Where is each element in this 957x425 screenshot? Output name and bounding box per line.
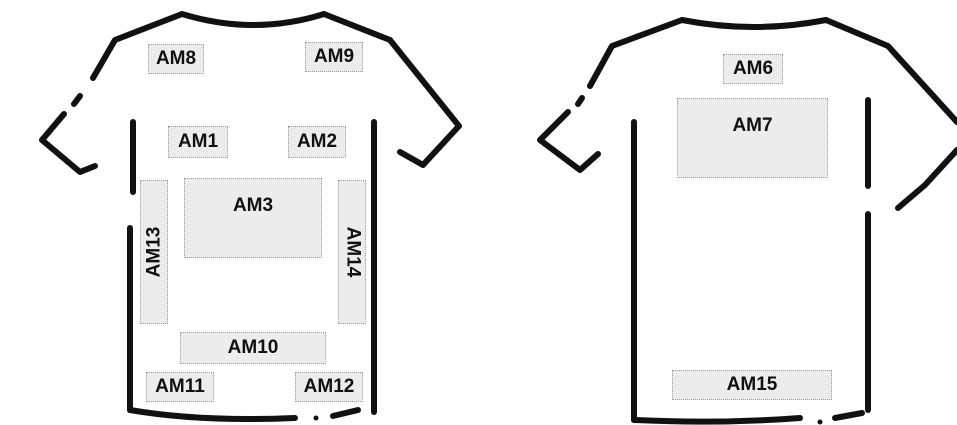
zone-am11-label: AM11 [155, 376, 205, 398]
zone-am14: AM14 [338, 180, 366, 324]
zone-am8-label: AM8 [156, 48, 196, 70]
zone-am12: AM12 [295, 372, 363, 402]
zone-am12-label: AM12 [304, 376, 355, 398]
zone-am10: AM10 [180, 332, 326, 364]
zone-am2-label: AM2 [297, 131, 337, 153]
zone-am10-label: AM10 [228, 337, 279, 359]
zone-am13-label: AM13 [143, 227, 165, 278]
zone-am11: AM11 [146, 372, 214, 402]
zone-am6: AM6 [723, 54, 783, 84]
zone-am1: AM1 [168, 126, 228, 158]
zone-am6-label: AM6 [733, 58, 773, 80]
zone-am14-label: AM14 [341, 227, 363, 278]
zone-am2: AM2 [288, 126, 346, 158]
zone-am13: AM13 [140, 180, 168, 324]
zone-am9: AM9 [305, 42, 363, 72]
zone-am9-label: AM9 [314, 46, 354, 68]
zone-am1-label: AM1 [178, 131, 218, 153]
zone-am7: AM7 [677, 98, 828, 178]
zone-am15: AM15 [672, 370, 832, 400]
zone-am3: AM3 [184, 178, 322, 258]
zone-am15-label: AM15 [727, 374, 778, 396]
zone-am3-label: AM3 [233, 195, 273, 217]
zone-am7-label: AM7 [732, 115, 772, 137]
zone-am8: AM8 [148, 44, 204, 74]
